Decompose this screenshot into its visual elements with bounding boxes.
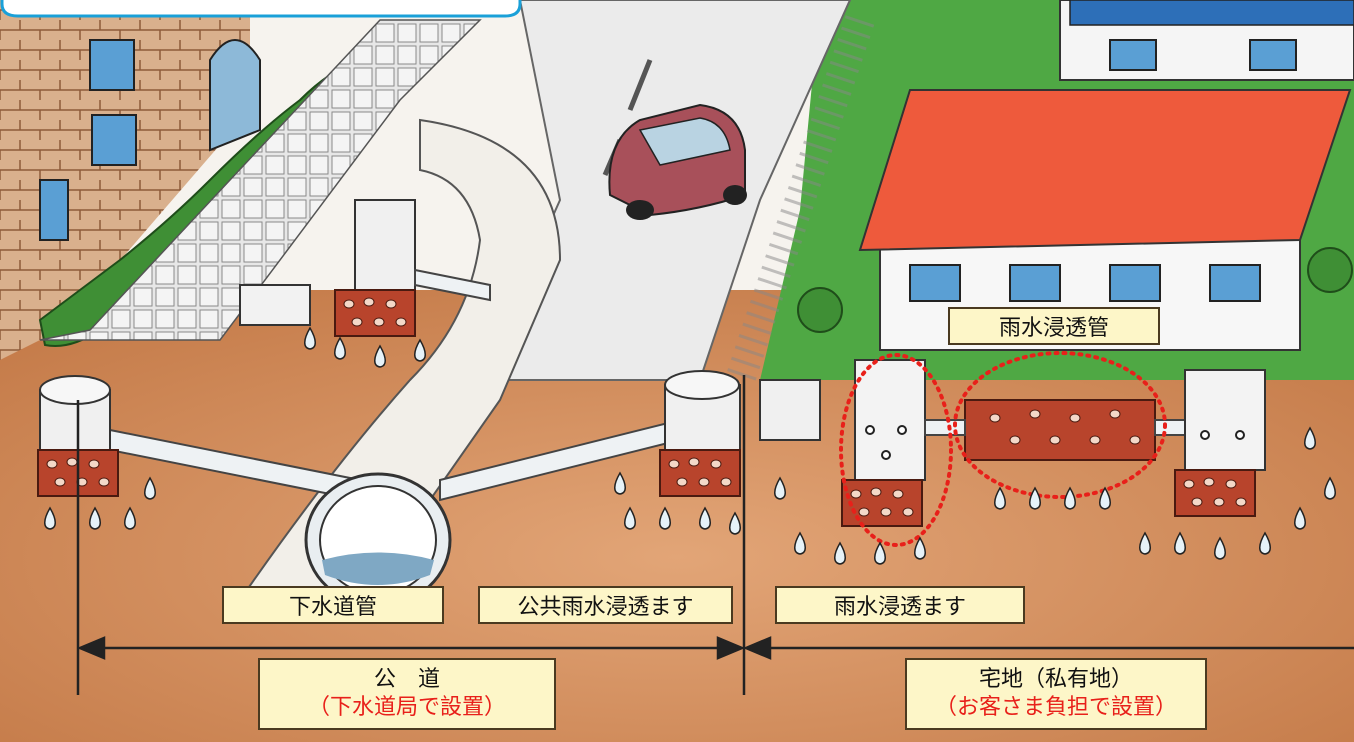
public-road-title: 公 道: [373, 667, 440, 692]
side-ditch: [239, 284, 311, 326]
house-window: [909, 264, 961, 302]
brick-building: [0, 0, 250, 360]
residential-basin-left: [759, 359, 926, 527]
public-road-note: （下水道局で設置）: [307, 695, 506, 720]
infiltration-pipe-block: [924, 399, 1191, 461]
dimension-lines: [76, 375, 1354, 695]
public-basin-road: [659, 370, 741, 497]
residential-zone-label: 宅地（私有地） （お客さま負担で設置）: [905, 658, 1207, 730]
rain-pipe-label: 雨水浸透管: [948, 307, 1160, 345]
residential-title: 宅地（私有地）: [978, 667, 1133, 692]
public-road-zone-label: 公 道 （下水道局で設置）: [258, 658, 556, 730]
highlight-pipe-circle: [953, 351, 1167, 499]
upper-basin: [334, 199, 491, 337]
residential-note: （お客さま負担で設置）: [934, 695, 1177, 720]
garden-shrub: [797, 287, 843, 333]
house-window: [1009, 264, 1061, 302]
sewer-main-pipe: [304, 472, 452, 608]
car: [608, 103, 747, 220]
house-window: [1209, 264, 1261, 302]
top-info-box-edge: [0, 0, 522, 18]
solar-panels: [1069, 0, 1354, 26]
building-doorway: [209, 39, 261, 152]
house-roof: [858, 89, 1352, 252]
house-window: [1109, 264, 1161, 302]
public-basin-left: [37, 375, 119, 497]
back-house-window: [1249, 39, 1297, 71]
building-window: [39, 179, 69, 241]
residential-basin-right: [1174, 369, 1266, 517]
garden-shrub: [1307, 247, 1353, 293]
sewer-pipe-label: 下水道管: [222, 586, 444, 624]
rain-basin-label: 雨水浸透ます: [775, 586, 1025, 624]
building-window: [89, 39, 135, 91]
building-window: [91, 114, 137, 166]
back-house-window: [1109, 39, 1157, 71]
highlight-basin-circle: [839, 353, 953, 547]
road-cutaway-trench: [238, 118, 562, 601]
public-basin-label: 公共雨水浸透ます: [478, 586, 733, 624]
